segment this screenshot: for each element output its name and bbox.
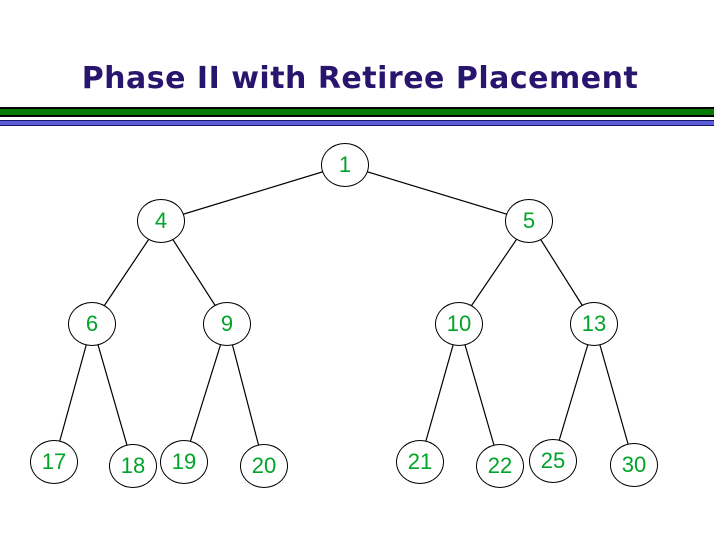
tree-node-1: 1 [321,143,369,187]
tree-node-17: 17 [30,440,78,484]
tree-node-19: 19 [160,440,208,484]
tree-node-13: 13 [570,302,618,346]
tree-node-4: 4 [137,199,185,243]
tree-node-20: 20 [240,444,288,488]
edge-6-18 [91,323,134,467]
tree-node-10: 10 [435,302,483,346]
title-rule-green [0,107,714,117]
edge-10-22 [458,323,501,467]
edge-10-21 [419,323,460,463]
tree-node-6: 6 [68,302,116,346]
tree-node-22: 22 [476,444,524,488]
tree-node-18: 18 [109,444,157,488]
tree-node-21: 21 [396,440,444,484]
edge-1-4 [160,164,346,222]
tree-node-25: 25 [529,439,577,483]
slide-title: Phase II with Retiree Placement [81,61,639,96]
edge-13-25 [552,323,595,462]
tree-node-9: 9 [203,302,251,346]
edge-1-5 [344,164,530,222]
tree-node-5: 5 [505,199,553,243]
edge-13-30 [593,323,635,466]
edge-9-19 [183,323,228,463]
edge-9-20 [226,323,265,467]
tree-node-30: 30 [610,443,658,487]
edge-6-17 [53,323,93,463]
title-rule-blue [0,120,714,126]
